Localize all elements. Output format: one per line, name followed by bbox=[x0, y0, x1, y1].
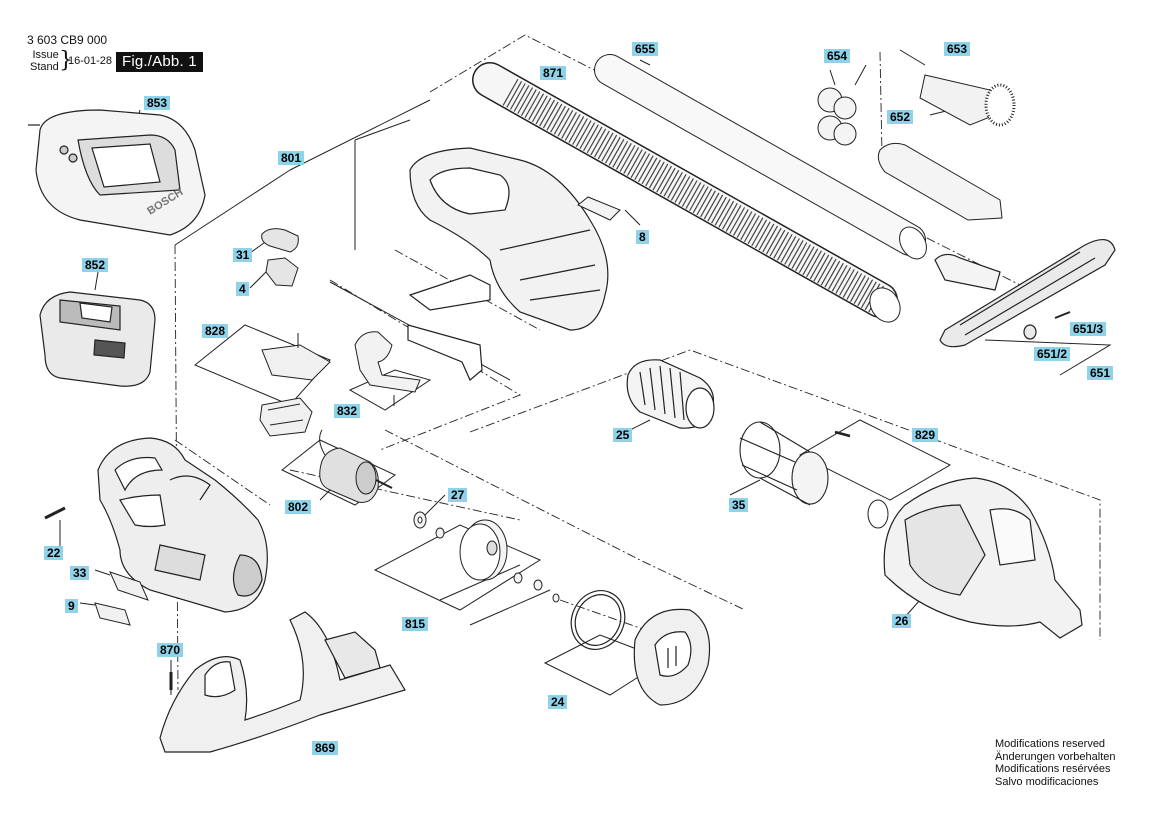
electronic-module-drawing bbox=[259, 333, 331, 437]
label-8-drawing bbox=[577, 196, 621, 221]
figure-title: Fig./Abb. 1 bbox=[116, 52, 203, 72]
release-button-drawing bbox=[354, 331, 421, 406]
part-label-655: 655 bbox=[632, 42, 659, 56]
issue-date: 16-01-28 bbox=[68, 55, 113, 67]
crevice-nozzle-drawing bbox=[877, 142, 1003, 221]
seal-ring-drawing bbox=[570, 590, 626, 650]
part-label-652: 652 bbox=[887, 110, 914, 124]
filter-drawing bbox=[626, 359, 715, 429]
part-label-815: 815 bbox=[402, 617, 429, 631]
part-label-653: 653 bbox=[944, 42, 971, 56]
issue-label-de: Stand bbox=[30, 61, 59, 73]
part-label-869: 869 bbox=[312, 741, 339, 755]
clip-ring-drawing bbox=[834, 430, 889, 529]
modifications-note: Modifications reserved Änderungen vorbeh… bbox=[995, 738, 1115, 788]
note-line-de: Änderungen vorbehalten bbox=[995, 750, 1116, 763]
note-line-es: Salvo modificaciones bbox=[995, 775, 1099, 788]
wall-holder-drawing bbox=[159, 611, 406, 753]
document-header: 3 603 CB9 000 Issue Stand } 16-01-28 Fig… bbox=[0, 0, 300, 80]
extension-tube-drawing bbox=[594, 54, 927, 260]
issue-label-en: Issue bbox=[32, 49, 59, 61]
fan-drawing bbox=[459, 519, 508, 581]
filter-cage-drawing bbox=[739, 421, 829, 506]
part-label-829: 829 bbox=[912, 428, 939, 442]
part-label-828: 828 bbox=[202, 324, 229, 338]
issue-label: Issue Stand bbox=[30, 49, 59, 73]
hose-drawing bbox=[472, 62, 901, 323]
part-label-802: 802 bbox=[285, 500, 312, 514]
tube-holder-drawing bbox=[817, 87, 857, 146]
part-label-26: 26 bbox=[892, 614, 912, 628]
floor-nozzle-drawing bbox=[934, 239, 1116, 348]
part-label-801: 801 bbox=[278, 151, 305, 165]
note-line-fr: Modifications resérvées bbox=[995, 763, 1111, 775]
dust-container-drawing bbox=[883, 477, 1083, 639]
part-label-651-2: 651/2 bbox=[1034, 347, 1071, 361]
part-label-852: 852 bbox=[82, 258, 109, 272]
part-label-24: 24 bbox=[548, 695, 568, 709]
part-label-22: 22 bbox=[44, 546, 64, 560]
part-label-870: 870 bbox=[157, 643, 184, 657]
part-label-651: 651 bbox=[1087, 366, 1114, 380]
part-label-27: 27 bbox=[448, 488, 468, 502]
screw-drawing bbox=[44, 506, 66, 520]
handle-body-drawing bbox=[97, 437, 268, 613]
nameplates-drawing bbox=[94, 571, 149, 626]
brace-glyph: } bbox=[59, 48, 73, 73]
part-label-33: 33 bbox=[70, 566, 90, 580]
part-label-651-3: 651/3 bbox=[1070, 322, 1107, 336]
part-label-871: 871 bbox=[540, 66, 567, 80]
end-cover-drawing bbox=[633, 608, 711, 706]
part-label-9: 9 bbox=[65, 599, 78, 613]
housing-drawing bbox=[407, 147, 609, 381]
part-label-25: 25 bbox=[613, 428, 633, 442]
brush-nozzle-drawing bbox=[919, 74, 1016, 127]
part-label-4: 4 bbox=[236, 282, 249, 296]
note-line-en: Modifications reserved bbox=[995, 738, 1106, 750]
motor-drawing bbox=[319, 429, 393, 503]
part-label-654: 654 bbox=[824, 49, 851, 63]
battery-charger-drawing: BOSCH bbox=[28, 109, 206, 236]
washer-drawing bbox=[413, 511, 560, 603]
document-number: 3 603 CB9 000 bbox=[27, 33, 108, 47]
part-label-35: 35 bbox=[729, 498, 749, 512]
battery-pack-drawing bbox=[39, 291, 156, 387]
part-label-853: 853 bbox=[144, 96, 171, 110]
part-label-31: 31 bbox=[233, 248, 253, 262]
switch-drawing bbox=[261, 228, 299, 287]
part-label-832: 832 bbox=[334, 404, 361, 418]
part-label-8: 8 bbox=[636, 230, 649, 244]
